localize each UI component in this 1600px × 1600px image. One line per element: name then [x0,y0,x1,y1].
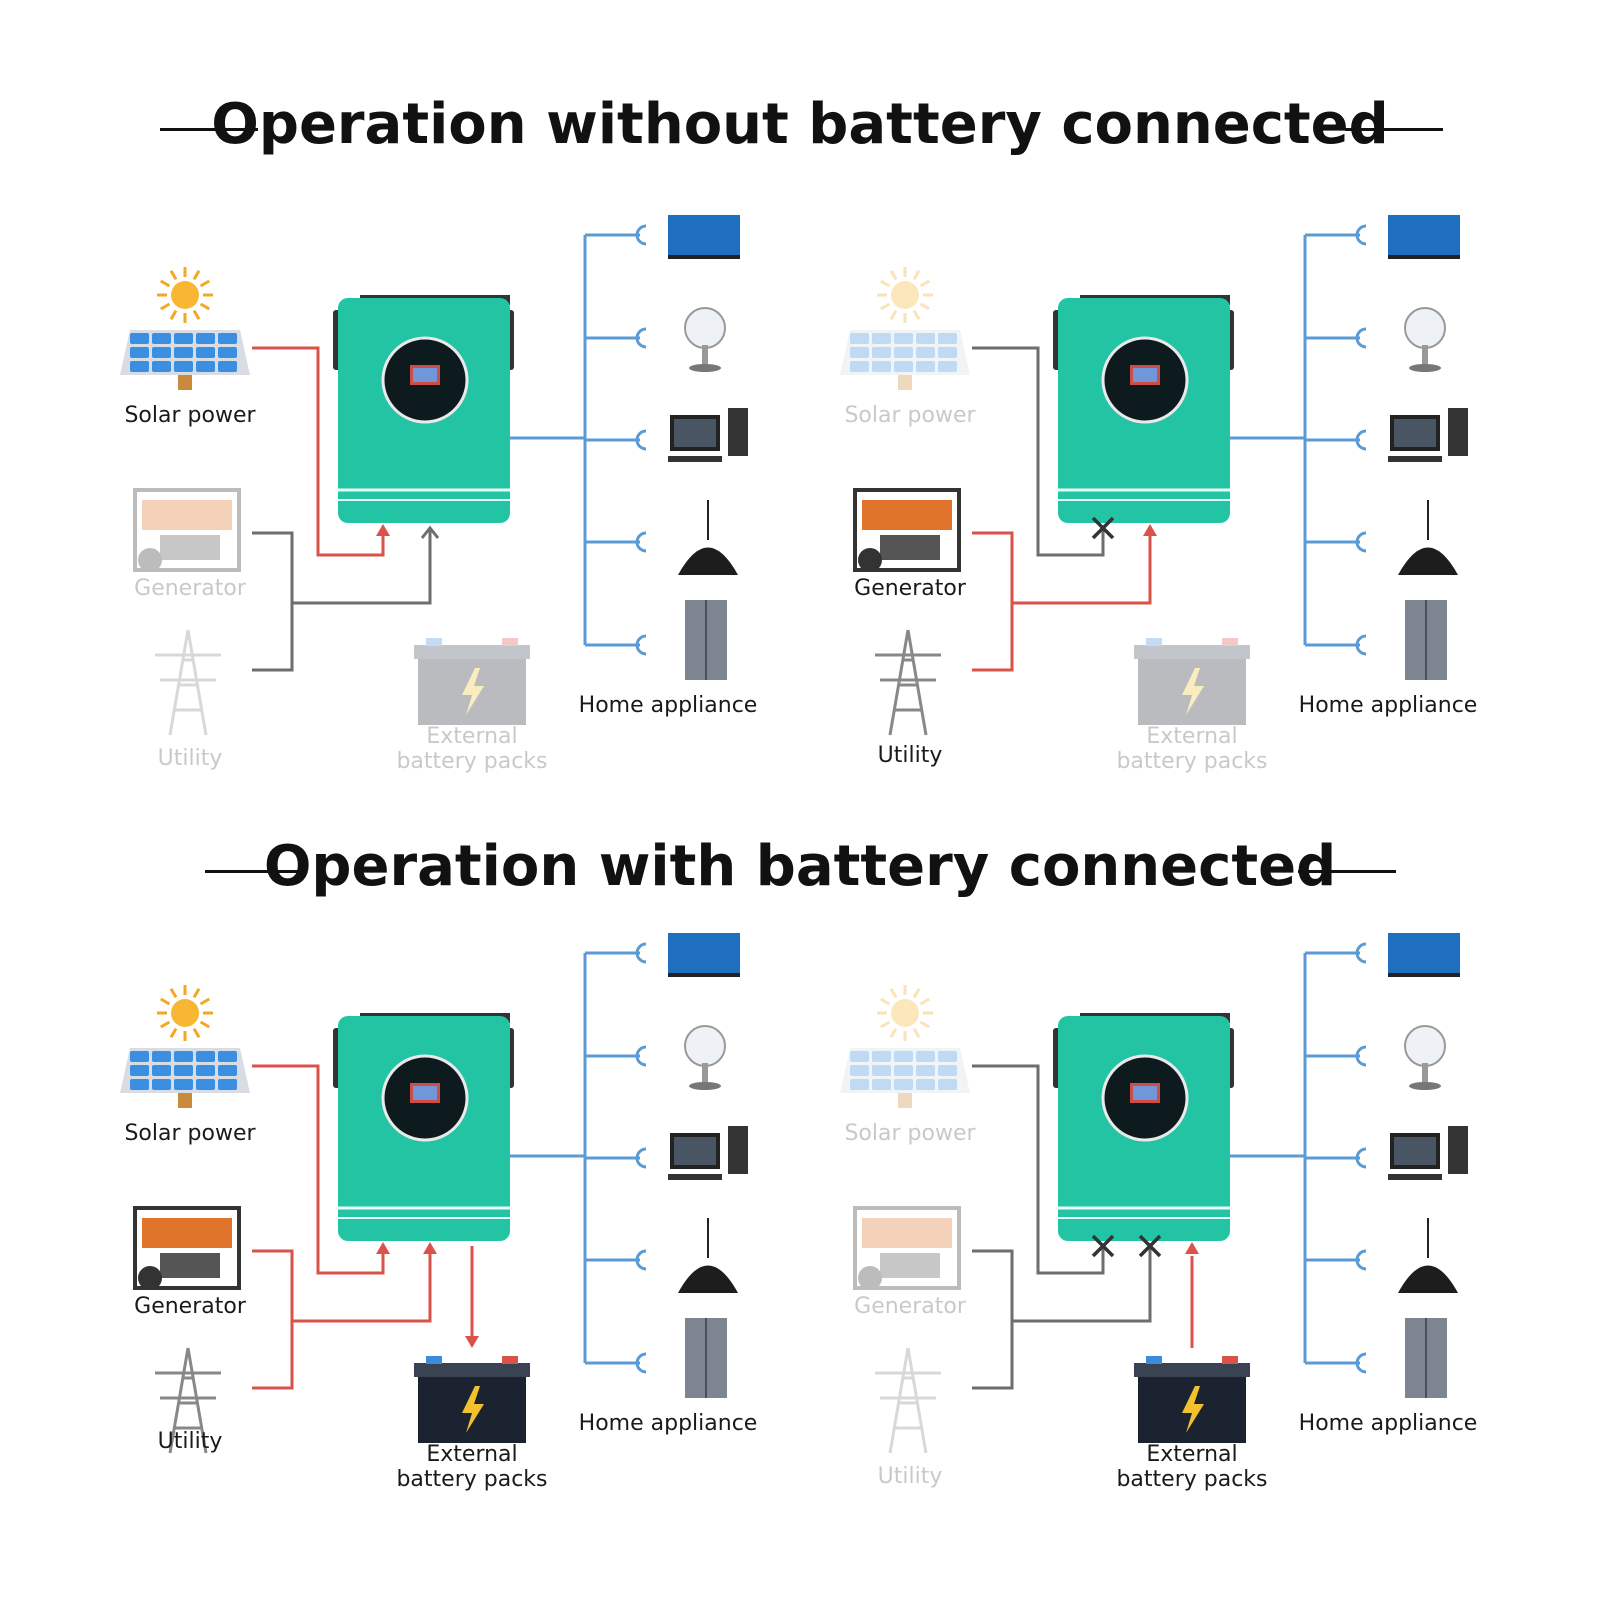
battery-icon [414,1356,530,1443]
solar-panel-icon [840,985,970,1108]
lamp-icon [1398,1218,1458,1293]
utility-label: Utility [158,746,223,771]
utility-tower-icon [875,1347,941,1454]
appliance-label: Home appliance [1299,693,1478,718]
computer-icon [1388,408,1468,462]
blocked-mark [1091,516,1115,540]
generator-label: Generator [854,1294,967,1319]
inverter-unit [333,1013,514,1241]
solar-label: Solar power [844,1121,976,1146]
blocked-mark [1138,1234,1162,1258]
battery-label-line2: battery packs [1116,1467,1267,1492]
utility-label: Utility [878,743,943,768]
battery-label-line2: battery packs [396,749,547,774]
tv-icon [668,215,740,259]
title-rule-left [205,870,303,873]
tv-icon [1388,933,1460,977]
input-wiring [972,346,1152,672]
blocked-mark [1091,1234,1115,1258]
input-wiring [252,1064,474,1390]
fridge-icon [685,600,727,680]
tv-icon [1388,215,1460,259]
output-wiring [510,942,647,1374]
solar-panel-icon [840,267,970,390]
battery-icon [1134,1356,1250,1443]
sun-icon [877,267,933,323]
fan-icon [684,307,726,372]
solar-label: Solar power [124,1121,256,1146]
computer-icon [1388,1126,1468,1180]
inverter-display [381,336,469,424]
generator-label: Generator [134,1294,247,1319]
lamp-icon [678,500,738,575]
input-wiring [972,1064,1194,1390]
battery-label-line1: External [1146,1442,1237,1467]
title-rule-right [1298,870,1396,873]
generator-icon [133,1206,241,1290]
fridge-icon [685,1318,727,1398]
lamp-icon [678,1218,738,1293]
output-wiring [510,224,647,656]
battery-label-line1: External [426,1442,517,1467]
battery-label-line2: battery packs [396,1467,547,1492]
battery-icon [1134,638,1250,725]
solar-label: Solar power [124,403,256,428]
fridge-icon [1405,1318,1447,1398]
output-wiring [1230,942,1367,1374]
title-rule-left [160,128,258,131]
sun-icon [157,267,213,323]
battery-label-line2: battery packs [1116,749,1267,774]
generator-icon [133,488,241,572]
generator-label: Generator [854,576,967,601]
computer-icon [668,1126,748,1180]
inverter-unit [1053,1013,1234,1241]
solar-label: Solar power [844,403,976,428]
tv-icon [668,933,740,977]
generator-icon [853,488,961,572]
utility-label: Utility [158,1429,223,1454]
generator-icon [853,1206,961,1290]
solar-panel-icon [120,985,250,1108]
utility-tower-icon [875,629,941,736]
inverter-unit [1053,295,1234,523]
computer-icon [668,408,748,462]
diagram-panel-all-sources: Solar powerGeneratorUtilityExternalbatte… [120,933,758,1492]
utility-tower-icon [155,1347,221,1454]
section-title-with-battery: Operation with battery connected [263,834,1337,899]
generator-label: Generator [134,576,247,601]
inverter-display [1101,336,1189,424]
battery-icon [414,638,530,725]
sun-icon [157,985,213,1041]
output-wiring [1230,224,1367,656]
fridge-icon [1405,600,1447,680]
fan-icon [684,1025,726,1090]
sun-icon [877,985,933,1041]
title-rule-right [1345,128,1443,131]
solar-panel-icon [120,267,250,390]
fan-icon [1404,307,1446,372]
battery-label-line1: External [1146,724,1237,749]
fan-icon [1404,1025,1446,1090]
inverter-display [381,1054,469,1142]
inverter-display [1101,1054,1189,1142]
utility-tower-icon [155,629,221,736]
appliance-label: Home appliance [579,1411,758,1436]
section-title-without-battery: Operation without battery connected [211,92,1389,157]
appliance-label: Home appliance [1299,1411,1478,1436]
appliance-label: Home appliance [579,693,758,718]
utility-label: Utility [878,1464,943,1489]
lamp-icon [1398,500,1458,575]
battery-label-line1: External [426,724,517,749]
inverter-unit [333,295,514,523]
input-wiring [252,346,432,672]
